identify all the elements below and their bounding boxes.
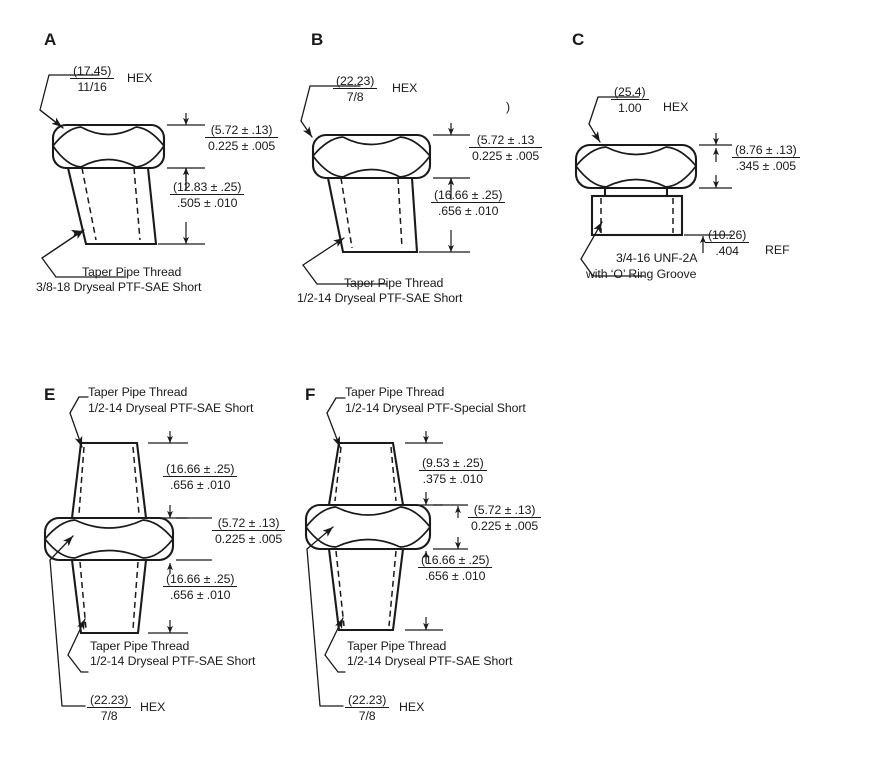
panel-e-top-note-line1: Taper Pipe Thread xyxy=(88,385,188,399)
panel-e-dim-upper-thread-length: (16.66 ± .25) .656 ± .010 xyxy=(163,462,238,492)
panel-e-dim-hex-thickness-imperial: 0.225 ± .005 xyxy=(212,530,286,546)
panel-a-hex-callout-metric: (17.45) xyxy=(73,64,112,78)
panel-letter-f: F xyxy=(305,385,316,404)
panel-letter-a: A xyxy=(44,30,57,49)
panel-e-thread-note-line1: Taper Pipe Thread xyxy=(90,639,190,653)
panel-e-hex-callout-suffix: HEX xyxy=(140,700,166,714)
panel-b-dim-hex-thickness: (5.72 ± .13 0.225 ± .005 xyxy=(469,133,543,163)
panel-e-dim-lower-thread-length: (16.66 ± .25) .656 ± .010 xyxy=(163,572,238,602)
panel-b-hex-callout-metric: (22.23) xyxy=(336,74,375,88)
panel-f-hex-callout-suffix: HEX xyxy=(399,700,425,714)
panel-a-dim-thread-length-metric: (12.83 ± .25) xyxy=(173,180,242,194)
panel-c-geometry xyxy=(574,96,732,277)
panel-e-dim-hex-thickness-metric: (5.72 ± .13) xyxy=(217,516,280,530)
panel-f-dim-upper-thread-length-imperial: .375 ± .010 xyxy=(419,470,487,486)
panel-e-dim-upper-thread-length-imperial: .656 ± .010 xyxy=(163,476,238,492)
panel-f-hex-callout: (22.23) 7/8 xyxy=(345,693,390,723)
panel-b-hex-callout-suffix: HEX xyxy=(392,81,418,95)
panel-b-dim-thread-length: (16.66 ± .25) .656 ± .010 xyxy=(431,188,506,218)
panel-f-top-note-line2: 1/2-14 Dryseal PTF-Special Short xyxy=(345,401,526,415)
panel-a-geometry xyxy=(39,74,205,278)
panel-e-geometry xyxy=(43,396,212,707)
panel-c-thread-note-line1: 3/4-16 UNF-2A xyxy=(616,251,698,265)
panel-a-dim-thread-length-imperial: .505 ± .010 xyxy=(170,194,245,210)
panel-a-hex-callout-imperial: 11/16 xyxy=(70,78,115,94)
panel-f-dim-hex-thickness-imperial: 0.225 ± .005 xyxy=(468,517,542,533)
panel-f-dim-lower-thread-length-metric: (16.66 ± .25) xyxy=(421,553,490,567)
panel-a-dim-hex-thickness: (5.72 ± .13) 0.225 ± .005 xyxy=(205,123,279,153)
panel-a-dim-hex-thickness-imperial: 0.225 ± .005 xyxy=(205,137,279,153)
panel-c-dim-body-length-ref-metric: (10.26) xyxy=(708,228,747,242)
panel-c-dim-body-length-ref: (10.26) .404 xyxy=(705,228,750,258)
panel-f-dim-upper-thread-length: (9.53 ± .25) .375 ± .010 xyxy=(419,456,487,486)
panel-b-stray-paren-artifact: ) xyxy=(506,100,511,114)
panel-f-hex-callout-imperial: 7/8 xyxy=(345,707,390,723)
panel-c-hex-callout: (25.4) 1.00 xyxy=(611,85,649,115)
panel-f-dim-hex-thickness: (5.72 ± .13) 0.225 ± .005 xyxy=(468,503,542,533)
panel-c-dim-body-length-ref-suffix: REF xyxy=(765,243,790,257)
panel-a-dim-hex-thickness-metric: (5.72 ± .13) xyxy=(210,123,273,137)
panel-e-thread-note-line2: 1/2-14 Dryseal PTF-SAE Short xyxy=(90,654,256,668)
panel-b-thread-note-line2: 1/2-14 Dryseal PTF-SAE Short xyxy=(297,291,463,305)
panel-b-dim-hex-thickness-imperial: 0.225 ± .005 xyxy=(469,147,543,163)
panel-f-thread-note-line1: Taper Pipe Thread xyxy=(347,639,447,653)
panel-e-dim-hex-thickness: (5.72 ± .13) 0.225 ± .005 xyxy=(212,516,286,546)
panel-e-hex-callout-metric: (22.23) xyxy=(90,693,129,707)
panel-f-dim-lower-thread-length-imperial: .656 ± .010 xyxy=(418,567,493,583)
panel-c-hex-callout-imperial: 1.00 xyxy=(611,99,649,115)
panel-c-hex-callout-metric: (25.4) xyxy=(614,85,646,99)
panel-e-hex-callout-imperial: 7/8 xyxy=(87,707,132,723)
panel-c-dim-hex-thickness-imperial: .345 ± .005 xyxy=(732,157,800,173)
panel-f-hex-callout-metric: (22.23) xyxy=(348,693,387,707)
panel-a-hex-callout-suffix: HEX xyxy=(127,71,153,85)
panel-letter-b: B xyxy=(311,30,324,49)
panel-c-dim-hex-thickness-metric: (8.76 ± .13) xyxy=(735,143,797,157)
panel-b-hex-callout: (22.23) 7/8 xyxy=(333,74,378,104)
panel-f-dim-hex-thickness-metric: (5.72 ± .13) xyxy=(473,503,536,517)
panel-e-dim-lower-thread-length-imperial: .656 ± .010 xyxy=(163,586,238,602)
panel-e-top-note-line2: 1/2-14 Dryseal PTF-SAE Short xyxy=(88,401,254,415)
panel-f-dim-lower-thread-length: (16.66 ± .25) .656 ± .010 xyxy=(418,553,493,583)
panel-a-thread-note-line1: Taper Pipe Thread xyxy=(82,265,182,279)
panel-c-dim-body-length-ref-imperial: .404 xyxy=(705,242,750,258)
panel-b-hex-callout-imperial: 7/8 xyxy=(333,88,378,104)
panel-f-thread-note-line2: 1/2-14 Dryseal PTF-SAE Short xyxy=(347,654,513,668)
panel-c-dim-hex-thickness: (8.76 ± .13) .345 ± .005 xyxy=(732,143,800,173)
panel-b-geometry xyxy=(300,85,470,285)
panel-b-dim-hex-thickness-metric: (5.72 ± .13 xyxy=(476,133,535,147)
panel-e-dim-upper-thread-length-metric: (16.66 ± .25) xyxy=(166,462,235,476)
panel-a-thread-note-line2: 3/8-18 Dryseal PTF-SAE Short xyxy=(36,280,202,294)
panel-b-thread-note-line1: Taper Pipe Thread xyxy=(344,276,444,290)
panel-f-dim-upper-thread-length-metric: (9.53 ± .25) xyxy=(422,456,484,470)
panel-e-dim-lower-thread-length-metric: (16.66 ± .25) xyxy=(166,572,235,586)
panel-b-dim-thread-length-metric: (16.66 ± .25) xyxy=(434,188,503,202)
panel-a-dim-thread-length: (12.83 ± .25) .505 ± .010 xyxy=(170,180,245,210)
panel-c-thread-note-line2: with ‘O’ Ring Groove xyxy=(586,267,697,281)
panel-f-geometry xyxy=(304,397,468,707)
panel-a-hex-callout: (17.45) 11/16 xyxy=(70,64,115,94)
panel-f-top-note-line1: Taper Pipe Thread xyxy=(345,385,445,399)
panel-letter-c: C xyxy=(572,30,585,49)
panel-b-dim-thread-length-imperial: .656 ± .010 xyxy=(431,202,506,218)
panel-letter-e: E xyxy=(44,385,56,404)
panel-e-hex-callout: (22.23) 7/8 xyxy=(87,693,132,723)
panel-c-hex-callout-suffix: HEX xyxy=(663,100,689,114)
